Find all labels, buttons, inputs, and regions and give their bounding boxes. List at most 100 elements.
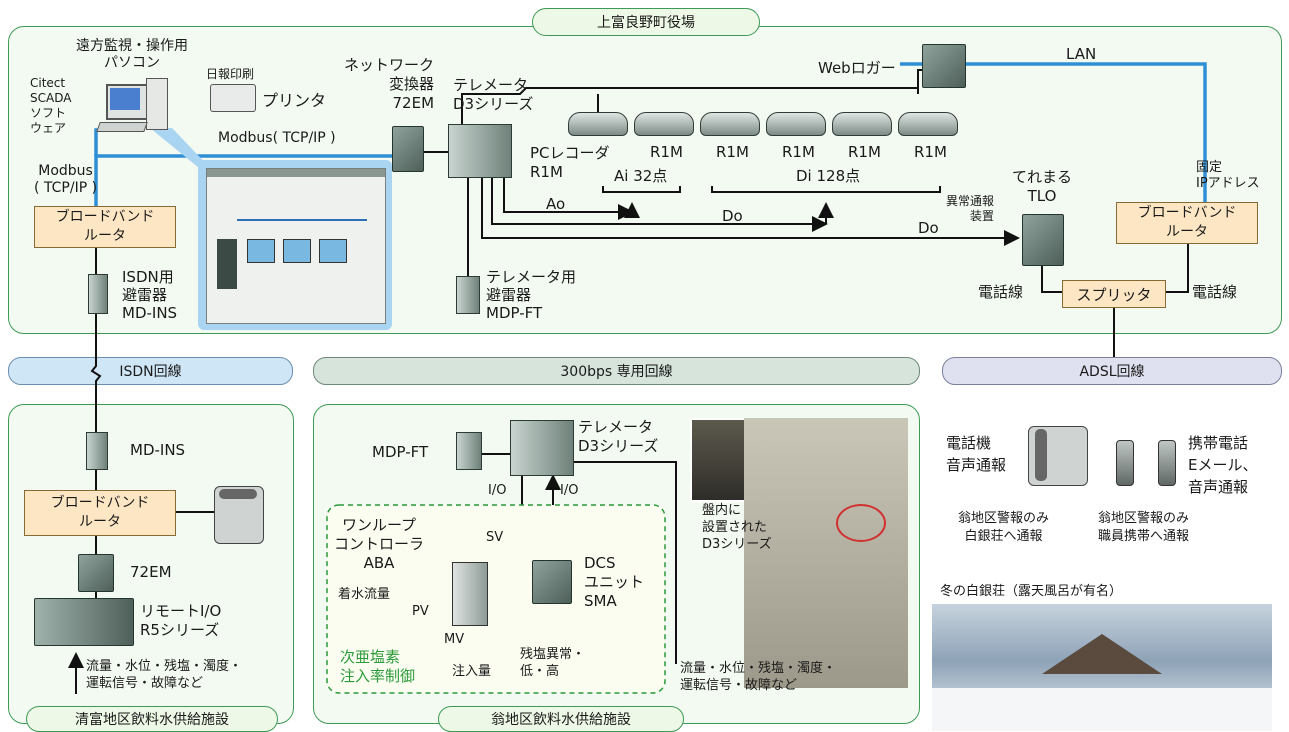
remote-io-r5[interactable] (34, 598, 134, 646)
note-left: 翁地区警報のみ 白銀荘へ通報 (958, 511, 1050, 544)
do-label: Do (722, 207, 743, 225)
dcs-label: DCS ユニット SMA (584, 554, 645, 610)
network-converter-72em[interactable] (392, 126, 424, 172)
okina-signals-label: 流量・水位・残塩・濁度・ 運転信号・故障など (680, 661, 837, 693)
r1m-label-4: R1M (848, 143, 881, 161)
kiyotomi-panel (8, 404, 294, 724)
kiyotomi-telephone-icon[interactable] (214, 486, 264, 544)
fixed-ip-label: 固定 IPアドレス (1196, 160, 1260, 191)
monitoring-pc[interactable] (96, 78, 178, 144)
r1m-label-1: R1M (650, 143, 683, 161)
converter-label: ネットワーク 変換器 72EM (344, 56, 435, 112)
office-broadband-router[interactable]: ブロードバンド ルータ (34, 206, 176, 248)
isdn-arrester-top[interactable] (88, 274, 108, 314)
hakuginso-winter-photo (932, 604, 1272, 731)
ao-label: Ao (546, 195, 566, 213)
telemaru-tlo[interactable] (1022, 214, 1064, 266)
dcs-unit-sma[interactable] (532, 560, 572, 604)
mobile-phone-2[interactable] (1158, 440, 1176, 486)
pc-recorder-r1m[interactable] (568, 112, 628, 136)
alarm-device-label: 異常通報 装置 (946, 194, 995, 223)
web-logger-label: Webロガー (818, 59, 896, 77)
lan-line (900, 62, 1207, 202)
di-bracket (711, 186, 941, 193)
ai-label: Ai 32点 (614, 167, 668, 185)
adsl-telephone-icon[interactable] (1028, 426, 1088, 486)
one-loop-controller-aba[interactable] (452, 562, 488, 626)
kiyotomi-signals-label: 流量・水位・残塩・濁度・ 運転信号・故障など (86, 659, 243, 691)
control-group-box (326, 504, 666, 694)
mobile-phone-1[interactable] (1116, 440, 1134, 486)
panel-highlight-circle (836, 504, 886, 542)
control-panel-photo (744, 418, 908, 688)
adsl-broadband-router[interactable]: ブロードバンド ルータ (1116, 202, 1258, 244)
recorder-r1m-4[interactable] (832, 112, 892, 136)
kiyotomi-72em-label: 72EM (130, 563, 172, 581)
control-title: 次亜塩素 注入率制御 (340, 648, 416, 685)
telemeter-recorder-bus (461, 87, 919, 125)
snow-ground (932, 688, 1272, 731)
di-label: Di 128点 (796, 167, 861, 185)
scada-tank-3 (319, 239, 347, 263)
md-ins-device[interactable] (86, 432, 108, 470)
ai-bracket (602, 186, 681, 193)
lodge-roof (1042, 634, 1162, 674)
citect-label: Citect SCADA ソフト ウェア (30, 76, 72, 135)
r1m-label-2: R1M (716, 143, 749, 161)
telemeter-d3-okina[interactable] (510, 420, 574, 476)
recorder-r1m-1[interactable] (634, 112, 694, 136)
r1m-label-3: R1M (782, 143, 815, 161)
residual-label: 残塩異常・ 低・高 (520, 647, 586, 679)
telemaru-label: てれまる TLO (1012, 168, 1073, 205)
remote-io-label: リモートI/O R5シリーズ (140, 602, 222, 639)
kiyotomi-72em[interactable] (78, 554, 114, 592)
do2-line (481, 178, 1020, 246)
io-left-label: I/O (488, 483, 507, 498)
mobile-label: 携帯電話 Eメール、 音声通報 (1188, 434, 1258, 496)
pv-label: PV (412, 604, 429, 619)
phone-label: 電話機 音声通報 (946, 434, 1007, 474)
telemeter-okina-label: テレメータ D3シリーズ (578, 418, 659, 455)
tele-arrester-top[interactable] (456, 276, 480, 314)
pc-label: 遠方監視・操作用 パソコン (76, 38, 188, 71)
do2-label: Do (918, 219, 939, 237)
telemeter-d3-top[interactable] (448, 124, 512, 178)
r1m-label-5: R1M (914, 143, 947, 161)
town-office-title: 上富良野町役場 (532, 8, 760, 36)
splitter[interactable]: スプリッタ (1062, 280, 1166, 308)
phone-line-right-label: 電話線 (1192, 283, 1238, 301)
adsl-router-label: ブロードバンド ルータ (1137, 205, 1237, 240)
scada-screen-image (198, 160, 392, 330)
adsl-band: ADSL回線 (942, 357, 1282, 385)
scada-panel-block (217, 239, 237, 289)
scada-window (206, 168, 386, 324)
printer-icon[interactable] (210, 84, 256, 112)
pc-screen (110, 88, 140, 110)
ao-line (503, 178, 634, 220)
injection-label: 注入量 (452, 664, 492, 679)
mdp-ft-label: MDP-FT (372, 443, 429, 461)
adsl-phone-handset (1035, 429, 1047, 481)
kiyotomi-broadband-router[interactable]: ブロードバンド ルータ (24, 490, 176, 536)
tele-arrester-label: テレメータ用 避雷器 MDP-FT (486, 268, 577, 322)
phone-line-left-label: 電話線 (978, 283, 1024, 301)
recorder-r1m-3[interactable] (766, 112, 826, 136)
inflow-label: 着水流量 (338, 587, 391, 602)
kiyotomi-phone-handset (219, 489, 257, 499)
isdn-line (90, 312, 102, 436)
web-logger[interactable] (922, 44, 966, 88)
scada-tank-2 (283, 239, 311, 263)
kiyotomi-router-label: ブロードバンド ルータ (50, 495, 150, 530)
photo-caption: 冬の白銀荘（露天風呂が有名） (940, 584, 1123, 599)
office-router-label: ブロードバンド ルータ (55, 209, 155, 244)
mdp-ft-device[interactable] (456, 432, 482, 470)
recorder-r1m-2[interactable] (700, 112, 760, 136)
recorder-r1m-5[interactable] (898, 112, 958, 136)
screen-callout (150, 128, 214, 172)
telemeter-top-label: テレメータ D3シリーズ (453, 76, 534, 113)
mv-label: MV (444, 632, 465, 647)
splitter-label: スプリッタ (1076, 285, 1152, 304)
io-right-label: I/O (560, 483, 579, 498)
do-line (491, 178, 828, 232)
